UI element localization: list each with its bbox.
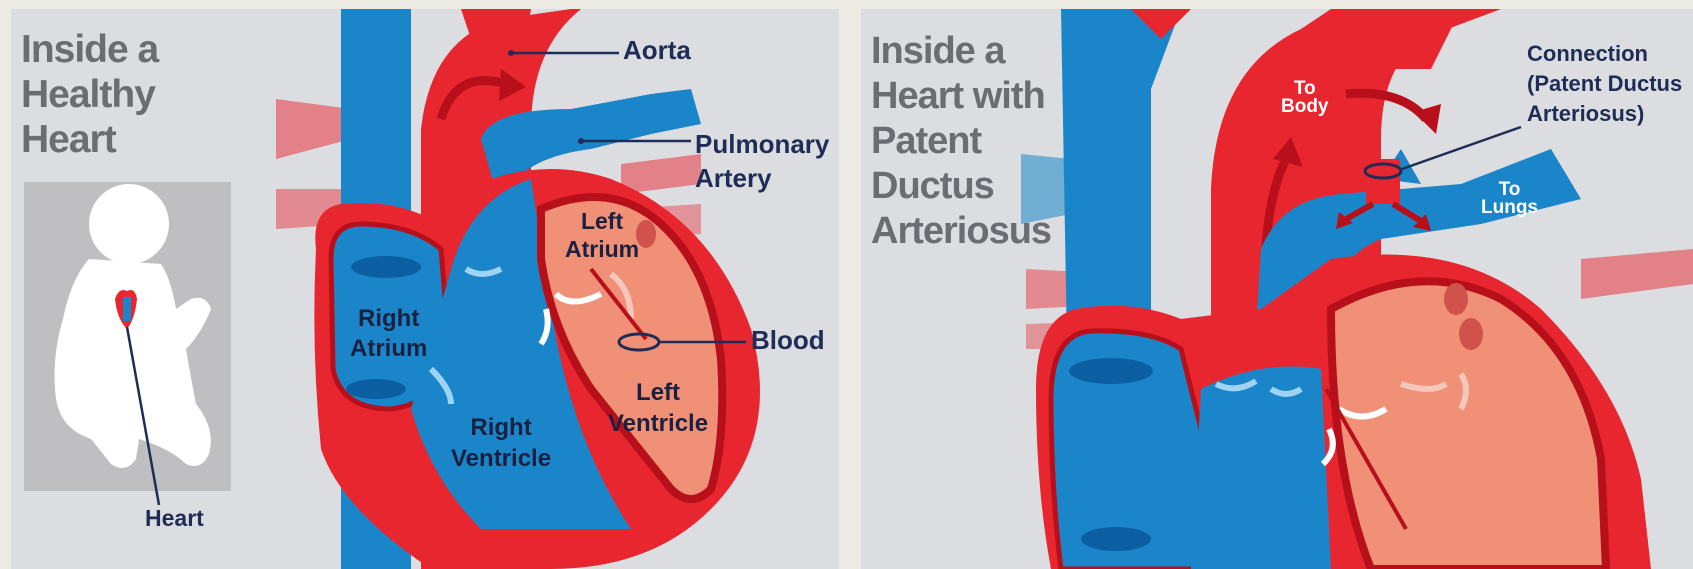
pulmonary-artery-line: Artery <box>695 163 772 193</box>
healthy-heart-title: Inside a Healthy Heart <box>21 27 158 162</box>
left-ventricle-label: Left Ventricle <box>608 377 708 439</box>
title-line: Patent <box>871 119 1051 164</box>
title-line: Healthy <box>21 72 158 117</box>
left-atrium-line: Left <box>581 208 623 234</box>
pulmonary-artery-label: Pulmonary Artery <box>695 127 829 195</box>
right-atrium-line: Atrium <box>350 335 427 362</box>
to-body-line: Body <box>1281 96 1329 117</box>
to-body-label: To Body <box>1281 80 1329 116</box>
pulmonary-artery-line: Pulmonary <box>695 129 829 159</box>
right-ventricle-line: Right <box>470 414 531 441</box>
title-line: Inside a <box>21 27 158 72</box>
connection-line: (Patent Ductus <box>1527 71 1682 96</box>
left-ventricle-line: Left <box>636 379 680 406</box>
healthy-heart-panel: Inside a Healthy Heart Aorta Pulmonary A… <box>11 9 839 569</box>
title-line: Ductus <box>871 164 1051 209</box>
left-ventricle-line: Ventricle <box>608 410 708 437</box>
heart-label: Heart <box>145 507 204 530</box>
connection-line: Arteriosus) <box>1527 101 1644 126</box>
to-lungs-line: Lungs <box>1481 197 1538 218</box>
right-ventricle-label: Right Ventricle <box>451 412 551 474</box>
heart-diagram <box>276 9 760 569</box>
title-line: Heart with <box>871 74 1051 119</box>
title-line: Inside a <box>871 29 1051 74</box>
title-line: Arteriosus <box>871 209 1051 254</box>
right-atrium-line: Right <box>358 305 419 332</box>
connection-line: Connection <box>1527 41 1648 66</box>
to-lungs-label: To Lungs <box>1481 181 1538 217</box>
blood-label: Blood <box>751 327 825 353</box>
pda-heart-title: Inside a Heart with Patent Ductus Arteri… <box>871 29 1051 254</box>
aorta-label: Aorta <box>623 37 691 63</box>
left-atrium-label: Left Atrium <box>565 207 639 263</box>
pda-heart-panel: Inside a Heart with Patent Ductus Arteri… <box>861 9 1693 569</box>
connection-leader-line <box>1402 127 1521 169</box>
title-line: Heart <box>21 117 158 162</box>
right-ventricle-line: Ventricle <box>451 445 551 472</box>
connection-label: Connection (Patent Ductus Arteriosus) <box>1527 39 1693 129</box>
right-atrium-label: Right Atrium <box>350 304 427 364</box>
left-atrium-line: Atrium <box>565 236 639 262</box>
